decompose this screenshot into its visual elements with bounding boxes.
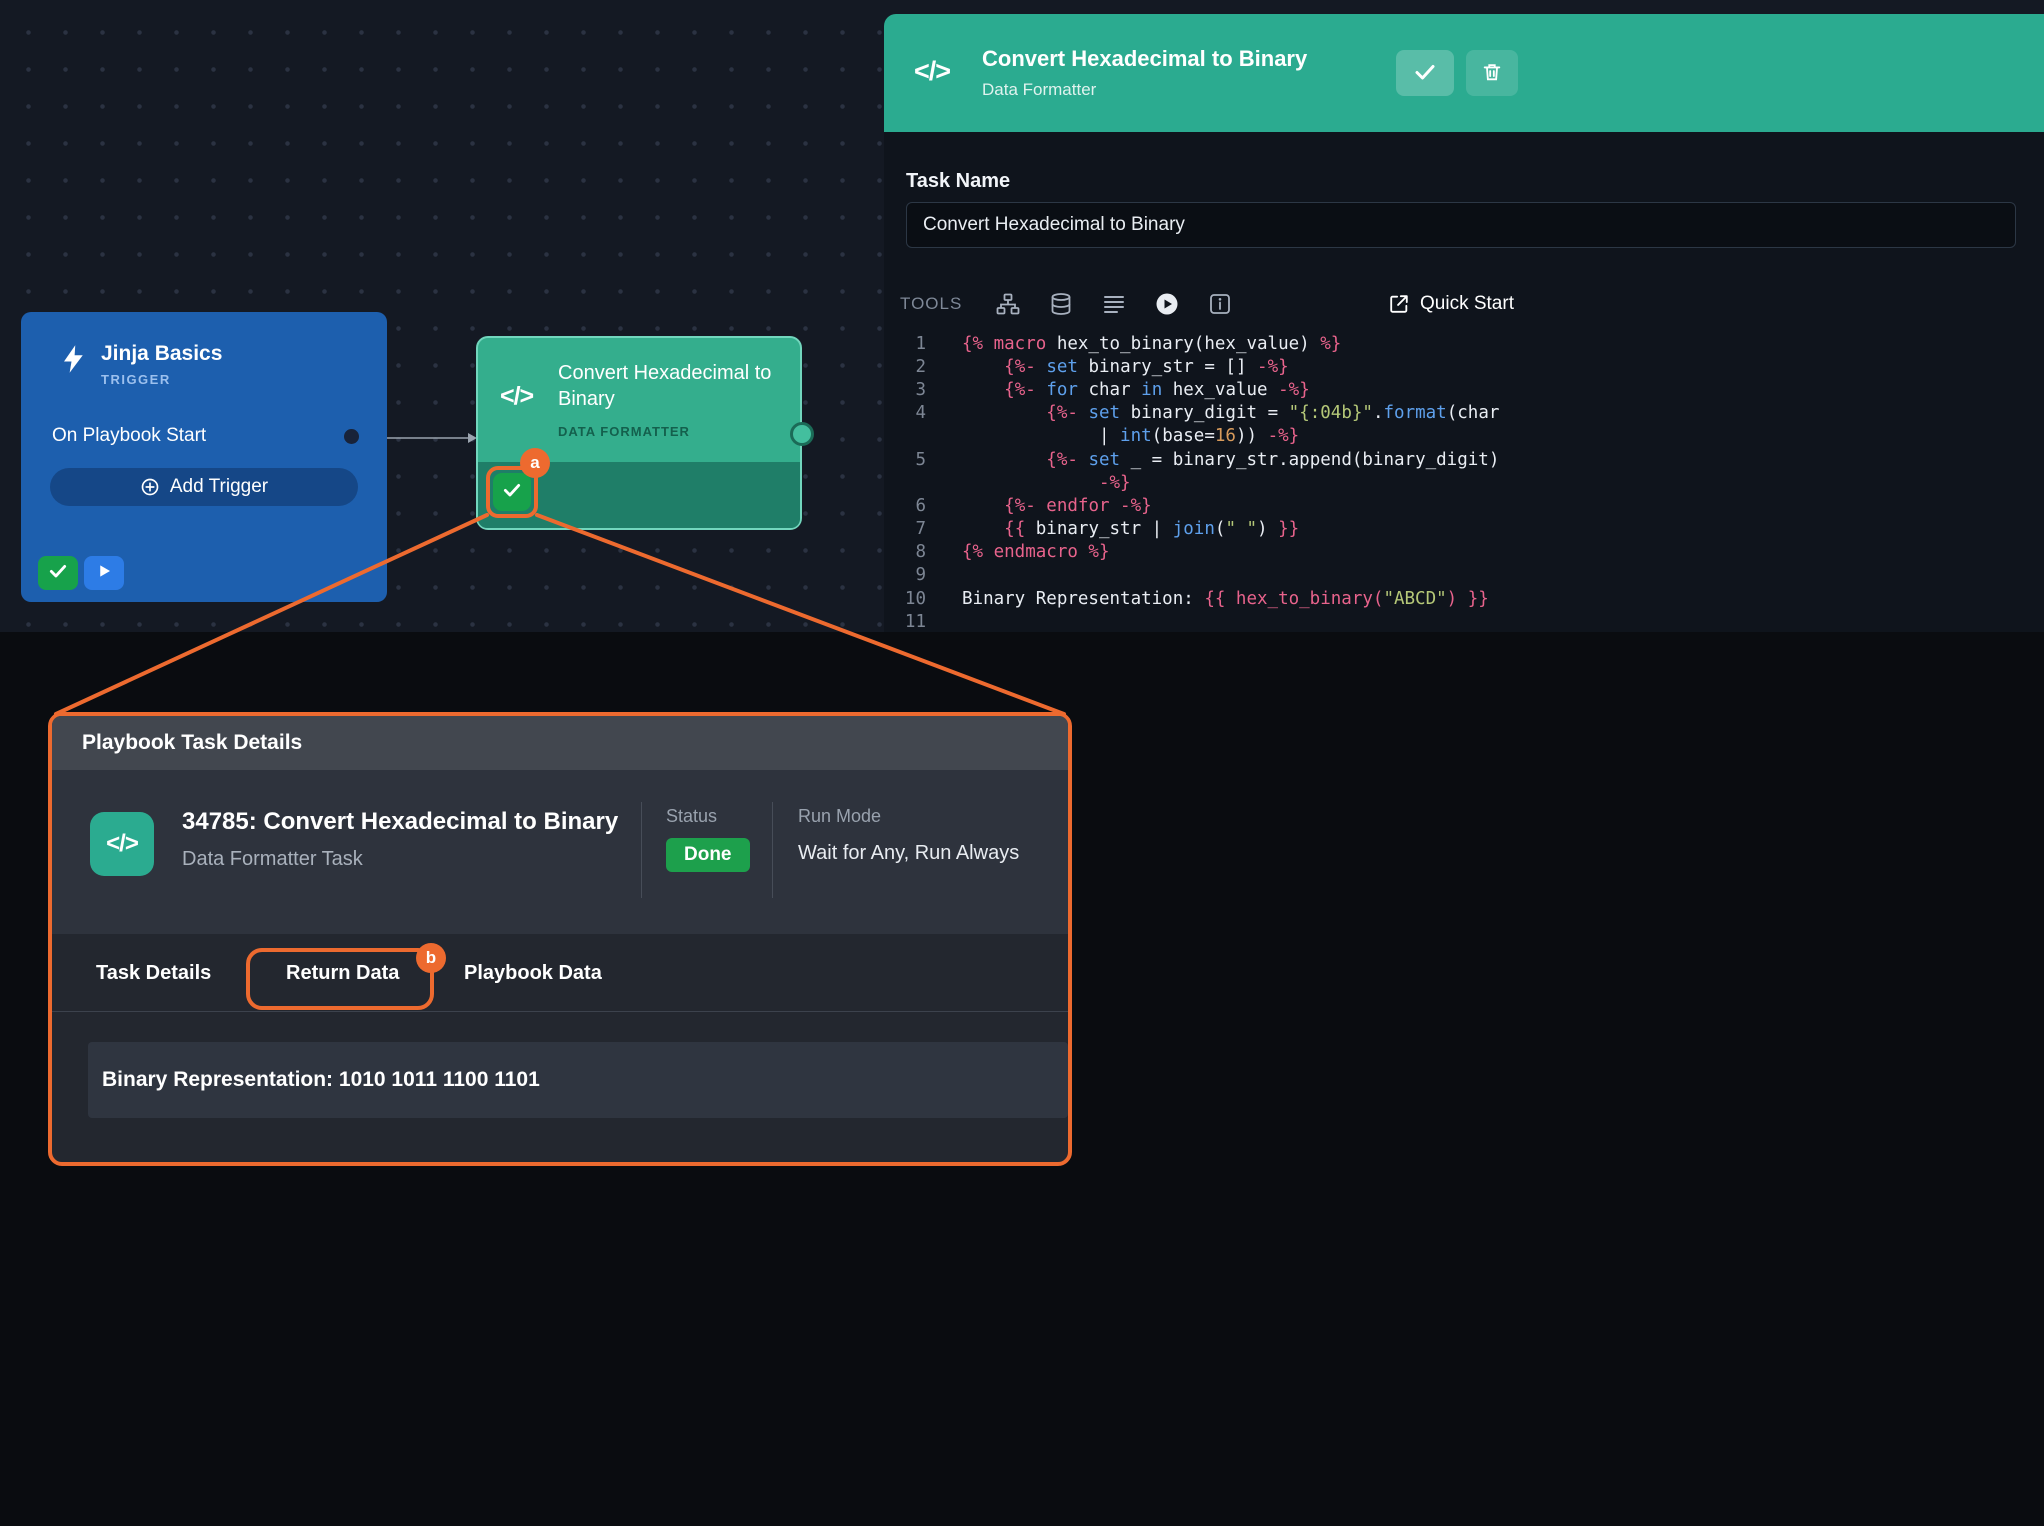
code-row: | int(base=16)) -%}: [962, 426, 1300, 447]
run-mode-value: Wait for Any, Run Always: [798, 842, 1020, 864]
code-row: 5 {%- set _ = binary_str.append(binary_d…: [915, 449, 1500, 470]
trigger-node-type: TRIGGER: [101, 372, 171, 387]
status-badge: Done: [666, 838, 750, 872]
code-row: 1{% macro hex_to_binary(hex_value) %}: [915, 333, 1342, 354]
modal-title: Playbook Task Details: [82, 731, 303, 754]
check-icon: [502, 480, 522, 505]
code-icon: </>: [90, 812, 154, 876]
task-node[interactable]: </> Convert Hexadecimal to Binary DATA F…: [476, 336, 814, 530]
divider: [772, 802, 773, 898]
panel-body: Task Name TOOLS: [884, 132, 2044, 632]
task-success-badge[interactable]: [493, 473, 531, 511]
panel-title: Convert Hexadecimal to Binary: [982, 46, 1308, 71]
code-icon: </>: [914, 56, 951, 86]
task-node-title: Convert Hexadecimal to Binary: [558, 362, 772, 410]
code-row: 9: [915, 565, 926, 586]
code-row: -%}: [1098, 472, 1131, 493]
task-name-label: Task Name: [906, 170, 1011, 192]
trigger-run-button[interactable]: [84, 556, 124, 590]
tab-playbook-data[interactable]: Playbook Data: [464, 962, 602, 984]
add-trigger-button[interactable]: Add Trigger: [50, 468, 358, 506]
annotation-highlight-a: [486, 466, 538, 518]
result-text: Binary Representation: 1010 1011 1100 11…: [102, 1068, 540, 1091]
quick-start-label: Quick Start: [1420, 293, 1514, 314]
modal-tabs: Task Details Return Data Playbook Data: [52, 934, 1068, 1012]
code-row: 3 {%- for char in hex_value -%}: [915, 379, 1310, 400]
tools-icons: [996, 282, 1232, 326]
play-icon: [95, 562, 113, 585]
check-icon: [1413, 60, 1437, 87]
save-task-button[interactable]: [1396, 50, 1454, 96]
tab-return-data[interactable]: Return Data: [286, 962, 400, 984]
lightning-icon: [59, 344, 89, 374]
annotation-badge-a: a: [520, 448, 550, 478]
task-name-input[interactable]: [906, 202, 2016, 248]
status-label: Status: [666, 806, 718, 826]
check-icon: [48, 561, 68, 586]
trigger-success-badge[interactable]: [38, 556, 78, 590]
plus-circle-icon: [140, 477, 160, 497]
code-row: 6 {%- endfor -%}: [915, 495, 1152, 516]
modal-task-title: 34785: Convert Hexadecimal to Binary: [182, 808, 619, 835]
play-circle-icon[interactable]: [1155, 292, 1179, 316]
annotation-badge-b: b: [416, 943, 446, 973]
trash-icon: [1481, 61, 1503, 86]
task-node-type: DATA FORMATTER: [558, 424, 690, 439]
task-editor-panel: </> Convert Hexadecimal to Binary Data F…: [884, 14, 2044, 632]
sitemap-icon[interactable]: [996, 292, 1020, 316]
on-playbook-start-label: On Playbook Start: [52, 425, 207, 446]
trigger-node[interactable]: Jinja Basics TRIGGER On Playbook Start A…: [21, 312, 387, 602]
quick-start-button[interactable]: Quick Start: [1388, 282, 1514, 326]
add-trigger-label: Add Trigger: [169, 476, 269, 497]
info-icon[interactable]: [1208, 292, 1232, 316]
panel-header: </> Convert Hexadecimal to Binary Data F…: [884, 14, 2044, 132]
code-editor[interactable]: 1{% macro hex_to_binary(hex_value) %}2 {…: [884, 332, 1532, 632]
workflow-canvas[interactable]: Jinja Basics TRIGGER On Playbook Start A…: [0, 0, 2044, 632]
delete-task-button[interactable]: [1466, 50, 1518, 96]
tools-label: TOOLS: [900, 294, 963, 313]
stack-icon[interactable]: [1049, 292, 1073, 316]
trigger-node-title: Jinja Basics: [101, 342, 223, 365]
return-data-result: Binary Representation: 1010 1011 1100 11…: [88, 1042, 1068, 1118]
code-row: 2 {%- set binary_str = [] -%}: [915, 356, 1289, 377]
divider: [641, 802, 642, 898]
trigger-connection-dot[interactable]: [344, 429, 359, 444]
code-icon: </>: [500, 382, 534, 410]
modal-task-subtitle: Data Formatter Task: [182, 848, 363, 870]
external-link-icon: [1388, 293, 1410, 315]
output-connection-dot[interactable]: [790, 422, 814, 446]
tools-bar: TOOLS: [884, 282, 1532, 326]
code-row: 4 {%- set binary_digit = "{:04b}".format…: [915, 403, 1500, 424]
justify-icon[interactable]: [1102, 292, 1126, 316]
panel-subtitle: Data Formatter: [982, 80, 1097, 99]
modal-task-summary: </> 34785: Convert Hexadecimal to Binary…: [52, 770, 1068, 934]
code-row: 11: [904, 611, 926, 632]
tab-task-details[interactable]: Task Details: [96, 962, 212, 984]
code-row: 8{% endmacro %}: [915, 542, 1110, 563]
run-mode-label: Run Mode: [798, 806, 882, 826]
modal-header: Playbook Task Details: [52, 716, 1068, 770]
code-row: 7 {{ binary_str | join(" ") }}: [915, 519, 1300, 540]
task-details-modal: Playbook Task Details </> 34785: Convert…: [48, 712, 1072, 1166]
